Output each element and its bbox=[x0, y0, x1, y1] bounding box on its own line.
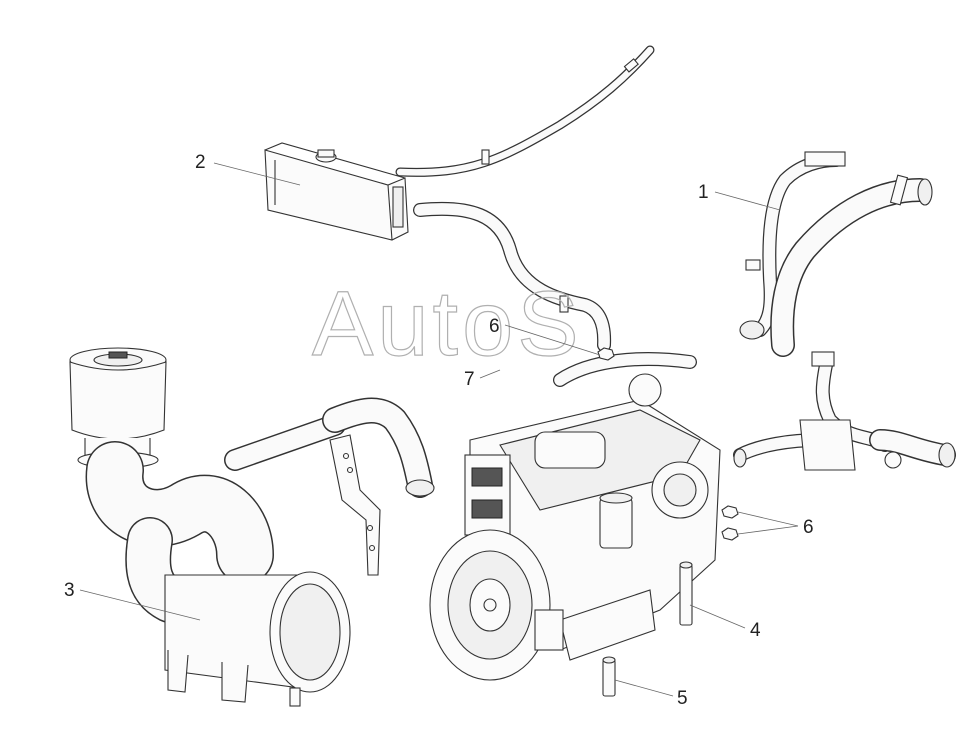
expansion-tank-icon bbox=[264, 45, 655, 352]
watermark: AutoS bbox=[312, 273, 583, 375]
callout-7: 7 bbox=[464, 369, 475, 390]
nut-icon bbox=[597, 347, 739, 541]
air-filter-icon bbox=[69, 347, 435, 707]
callout-5: 5 bbox=[677, 688, 688, 709]
callout-4: 4 bbox=[750, 620, 761, 641]
stud-4-icon bbox=[679, 561, 693, 626]
stud-5-icon bbox=[602, 656, 616, 697]
callout-1: 1 bbox=[698, 182, 709, 203]
callout-6-right: 6 bbox=[803, 517, 814, 538]
engine-icon bbox=[429, 352, 721, 681]
coolant-pipes-icon bbox=[733, 151, 956, 471]
callout-6-top: 6 bbox=[489, 316, 500, 337]
callout-3: 3 bbox=[64, 580, 75, 601]
callout-2: 2 bbox=[195, 152, 206, 173]
